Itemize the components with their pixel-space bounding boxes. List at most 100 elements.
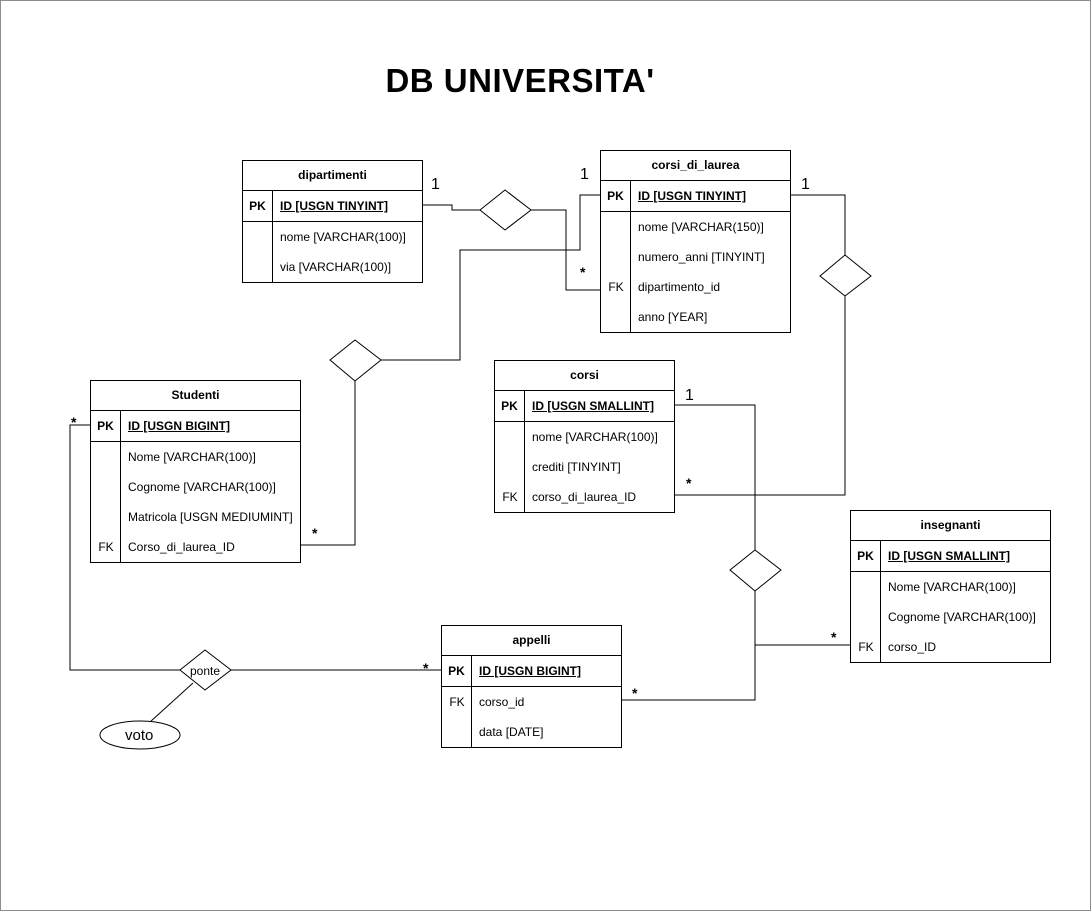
diagram-title: DB UNIVERSITA' <box>385 62 655 99</box>
relationship-diamond-dip-cdl <box>479 189 532 231</box>
field-row[interactable]: nome [VARCHAR(100)] <box>243 222 422 252</box>
table-name: corsi <box>495 361 674 391</box>
pk-row[interactable]: PK ID [USGN BIGINT] <box>91 411 300 442</box>
pk-field: ID [USGN SMALLINT] <box>532 399 654 413</box>
cardinality-many-appelli: * <box>632 685 638 701</box>
field-row[interactable]: Cognome [VARCHAR(100)] <box>91 472 300 502</box>
cardinality-many-studenti: * <box>312 525 318 541</box>
field-name: Nome [VARCHAR(100)] <box>128 450 256 464</box>
cardinality-many-corsi-di-laurea: * <box>580 264 586 280</box>
field-row[interactable]: nome [VARCHAR(100)] <box>495 422 674 452</box>
cardinality-many-appelli-ponte: * <box>423 660 429 676</box>
pk-field: ID [USGN TINYINT] <box>280 199 388 213</box>
pk-field: ID [USGN BIGINT] <box>128 419 230 433</box>
table-name: corsi_di_laurea <box>601 151 790 181</box>
pk-row[interactable]: PK ID [USGN SMALLINT] <box>495 391 674 422</box>
pk-label: PK <box>442 656 472 686</box>
fk-label: FK <box>502 490 518 504</box>
field-row[interactable]: FK Corso_di_laurea_ID <box>91 532 300 562</box>
pk-label: PK <box>601 181 631 211</box>
field-row[interactable]: Matricola [USGN MEDIUMINT] <box>91 502 300 532</box>
table-name: dipartimenti <box>243 161 422 191</box>
pk-row[interactable]: PK ID [USGN TINYINT] <box>243 191 422 222</box>
field-row[interactable]: via [VARCHAR(100)] <box>243 252 422 282</box>
table-insegnanti[interactable]: insegnanti PK ID [USGN SMALLINT] Nome [V… <box>850 510 1051 663</box>
table-name: appelli <box>442 626 621 656</box>
pk-field: ID [USGN TINYINT] <box>638 189 746 203</box>
field-name: via [VARCHAR(100)] <box>280 260 392 274</box>
cardinality-many-studenti-ponte: * <box>71 414 77 430</box>
field-row[interactable]: Nome [VARCHAR(100)] <box>851 572 1050 602</box>
attribute-voto-label: voto <box>125 727 154 744</box>
table-name: insegnanti <box>851 511 1050 541</box>
field-row[interactable]: FK corso_di_laurea_ID <box>495 482 674 512</box>
field-row[interactable]: anno [YEAR] <box>601 302 790 332</box>
field-row[interactable]: data [DATE] <box>442 717 621 747</box>
connector-ponte-voto <box>149 682 194 723</box>
field-name: Cognome [VARCHAR(100)] <box>128 480 276 494</box>
pk-label: PK <box>91 411 121 441</box>
connector-diamond-studenti <box>300 381 356 546</box>
connector-diamond-appelli <box>621 645 756 701</box>
pk-label: PK <box>851 541 881 571</box>
field-name: Matricola [USGN MEDIUMINT] <box>128 510 293 524</box>
pk-row[interactable]: PK ID [USGN SMALLINT] <box>851 541 1050 572</box>
field-name: corso_ID <box>888 640 937 654</box>
relationship-ponte-label: ponte <box>190 664 221 678</box>
pk-row[interactable]: PK ID [USGN BIGINT] <box>442 656 621 687</box>
pk-row[interactable]: PK ID [USGN TINYINT] <box>601 181 790 212</box>
field-row[interactable]: crediti [TINYINT] <box>495 452 674 482</box>
relationship-diamond-corsi-insegnanti <box>729 549 782 592</box>
field-name: numero_anni [TINYINT] <box>638 250 765 264</box>
attribute-voto-ellipse <box>99 720 181 750</box>
relationship-diamond-ponte <box>179 649 232 691</box>
field-row[interactable]: FK dipartimento_id <box>601 272 790 302</box>
fk-label: FK <box>608 280 624 294</box>
table-name: Studenti <box>91 381 300 411</box>
field-row[interactable]: numero_anni [TINYINT] <box>601 242 790 272</box>
table-studenti[interactable]: Studenti PK ID [USGN BIGINT] Nome [VARCH… <box>90 380 301 563</box>
cardinality-many-insegnanti: * <box>831 629 837 645</box>
table-corsi-di-laurea[interactable]: corsi_di_laurea PK ID [USGN TINYINT] nom… <box>600 150 791 333</box>
field-name: nome [VARCHAR(150)] <box>638 220 764 234</box>
table-dipartimenti[interactable]: dipartimenti PK ID [USGN TINYINT] nome [… <box>242 160 423 283</box>
connector-corsi-di-laurea-diamond <box>381 194 600 361</box>
pk-field: ID [USGN SMALLINT] <box>888 549 1010 563</box>
pk-label: PK <box>243 191 273 221</box>
cardinality-one-corsi-di-laurea: 1 <box>580 166 589 183</box>
connector-dipartimenti-diamond <box>422 204 480 211</box>
fk-label: FK <box>98 540 114 554</box>
field-name: anno [YEAR] <box>638 310 708 324</box>
field-row[interactable]: Cognome [VARCHAR(100)] <box>851 602 1050 632</box>
field-name: Corso_di_laurea_ID <box>128 540 235 554</box>
field-name: Cognome [VARCHAR(100)] <box>888 610 1036 624</box>
field-name: nome [VARCHAR(100)] <box>280 230 406 244</box>
field-name: corso_di_laurea_ID <box>532 490 637 504</box>
fk-label: FK <box>858 640 874 654</box>
relationship-diamond-cdl-corsi <box>819 254 872 297</box>
field-row[interactable]: FK corso_ID <box>851 632 1050 662</box>
field-name: nome [VARCHAR(100)] <box>532 430 658 444</box>
connector-corsi-di-laurea-diamond2 <box>790 194 846 255</box>
relationship-diamond-cdl-studenti <box>329 339 382 382</box>
cardinality-one-corsi: 1 <box>685 387 694 404</box>
pk-field: ID [USGN BIGINT] <box>479 664 581 678</box>
field-name: data [DATE] <box>479 725 544 739</box>
connector-diamond-corsi <box>674 296 846 496</box>
field-row[interactable]: nome [VARCHAR(150)] <box>601 212 790 242</box>
fk-label: FK <box>449 695 465 709</box>
field-row[interactable]: Nome [VARCHAR(100)] <box>91 442 300 472</box>
field-name: Nome [VARCHAR(100)] <box>888 580 1016 594</box>
table-corsi[interactable]: corsi PK ID [USGN SMALLINT] nome [VARCHA… <box>494 360 675 513</box>
field-name: corso_id <box>479 695 525 709</box>
cardinality-one-dipartimenti: 1 <box>431 176 440 193</box>
pk-label: PK <box>495 391 525 421</box>
connector-studenti-ponte <box>69 424 180 671</box>
cardinality-one-corsi-di-laurea-right: 1 <box>801 176 810 193</box>
field-name: dipartimento_id <box>638 280 721 294</box>
table-appelli[interactable]: appelli PK ID [USGN BIGINT] FK corso_id … <box>441 625 622 748</box>
cardinality-many-corsi: * <box>686 475 692 491</box>
field-name: crediti [TINYINT] <box>532 460 621 474</box>
field-row[interactable]: FK corso_id <box>442 687 621 717</box>
